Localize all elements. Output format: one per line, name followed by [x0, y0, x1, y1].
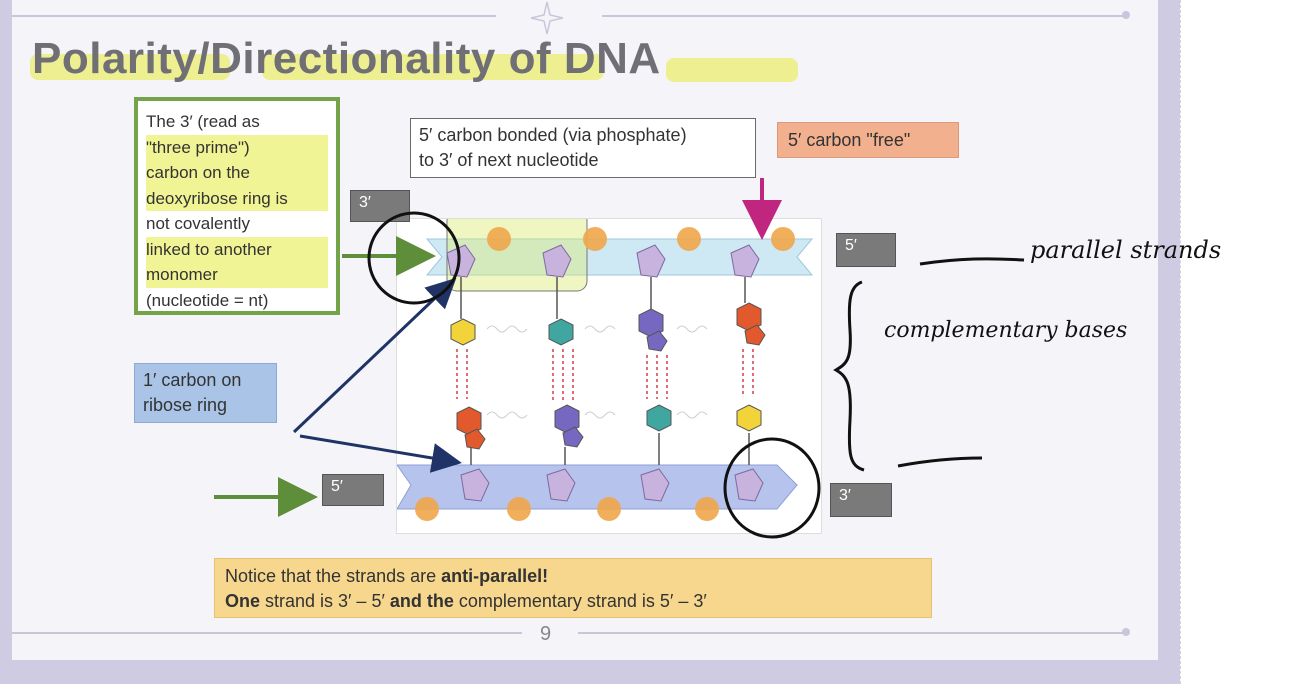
- notice-emphasis: anti-parallel!: [441, 566, 549, 586]
- label-top-left-3prime: 3′: [350, 190, 410, 222]
- label-top-right-5prime: 5′: [836, 233, 896, 267]
- top-rule-dot: [1122, 11, 1130, 19]
- dna-diagram: [396, 210, 822, 534]
- title-highlight: [666, 58, 798, 82]
- note-line: (nucleotide = nt): [146, 290, 269, 310]
- label-bottom-left-5prime: 5′: [322, 474, 384, 506]
- note-line: deoxyribose ring is: [146, 185, 328, 211]
- bonded-callout-line: 5′ carbon bonded (via phosphate): [419, 125, 687, 145]
- notice-emphasis: and the: [389, 591, 454, 611]
- notice-text: complementary strand is 5′ – 3′: [453, 591, 707, 611]
- phosphates-bottom: [415, 497, 719, 521]
- base-connectors: [460, 277, 750, 465]
- bottom-rule-left: [12, 632, 522, 634]
- slide-title: Polarity/Directionality of DNA: [32, 34, 661, 83]
- one-prime-line: ribose ring: [143, 395, 228, 415]
- note-line: The 3′ (read as: [146, 112, 260, 131]
- one-prime-line: 1′ carbon on: [143, 370, 242, 390]
- notice-text: strand is 3′ – 5′: [260, 591, 390, 611]
- note-line: monomer: [146, 262, 328, 288]
- dna-diagram-svg: [396, 210, 814, 521]
- right-side-panel: [1180, 0, 1314, 684]
- note-line: carbon on the: [146, 160, 328, 186]
- bonded-callout: 5′ carbon bonded (via phosphate) to 3′ o…: [410, 118, 756, 178]
- sparkle-icon: [530, 1, 564, 35]
- bases-bottom: [456, 404, 762, 450]
- note-line: "three prime"): [146, 134, 328, 160]
- title-highlight: [30, 54, 230, 80]
- note-line: not covalently: [146, 214, 250, 233]
- page-number: 9: [540, 623, 552, 645]
- handwritten-complementary-bases: complementary bases: [884, 318, 1128, 343]
- one-prime-callout: 1′ carbon on ribose ring: [134, 363, 277, 423]
- bonded-callout-line: to 3′ of next nucleotide: [419, 150, 599, 170]
- bottom-rule-right: [578, 632, 1124, 634]
- notice-line-2: One strand is 3′ – 5′ and the complement…: [225, 589, 921, 614]
- top-rule-left: [12, 15, 496, 17]
- notice-text: Notice that the strands are: [225, 566, 442, 586]
- notice-emphasis: One: [225, 591, 261, 611]
- label-bottom-right-3prime: 3′: [830, 483, 892, 517]
- anti-parallel-notice: Notice that the strands are anti-paralle…: [214, 558, 932, 618]
- five-prime-free-callout: 5′ carbon "free": [777, 122, 959, 158]
- handwritten-parallel-strands: parallel strands: [1030, 236, 1222, 264]
- notice-line-1: Notice that the strands are anti-paralle…: [225, 564, 921, 589]
- three-prime-note: The 3′ (read as "three prime") carbon on…: [134, 97, 340, 315]
- top-rule-right: [602, 15, 1124, 17]
- stacking-lines: [486, 325, 708, 419]
- bases-top: [450, 302, 766, 352]
- note-line: linked to another: [146, 236, 328, 262]
- bottom-rule-dot: [1122, 628, 1130, 636]
- title-highlight: [262, 54, 604, 80]
- phosphates-top: [487, 227, 795, 251]
- hydrogen-bonds: [456, 349, 754, 401]
